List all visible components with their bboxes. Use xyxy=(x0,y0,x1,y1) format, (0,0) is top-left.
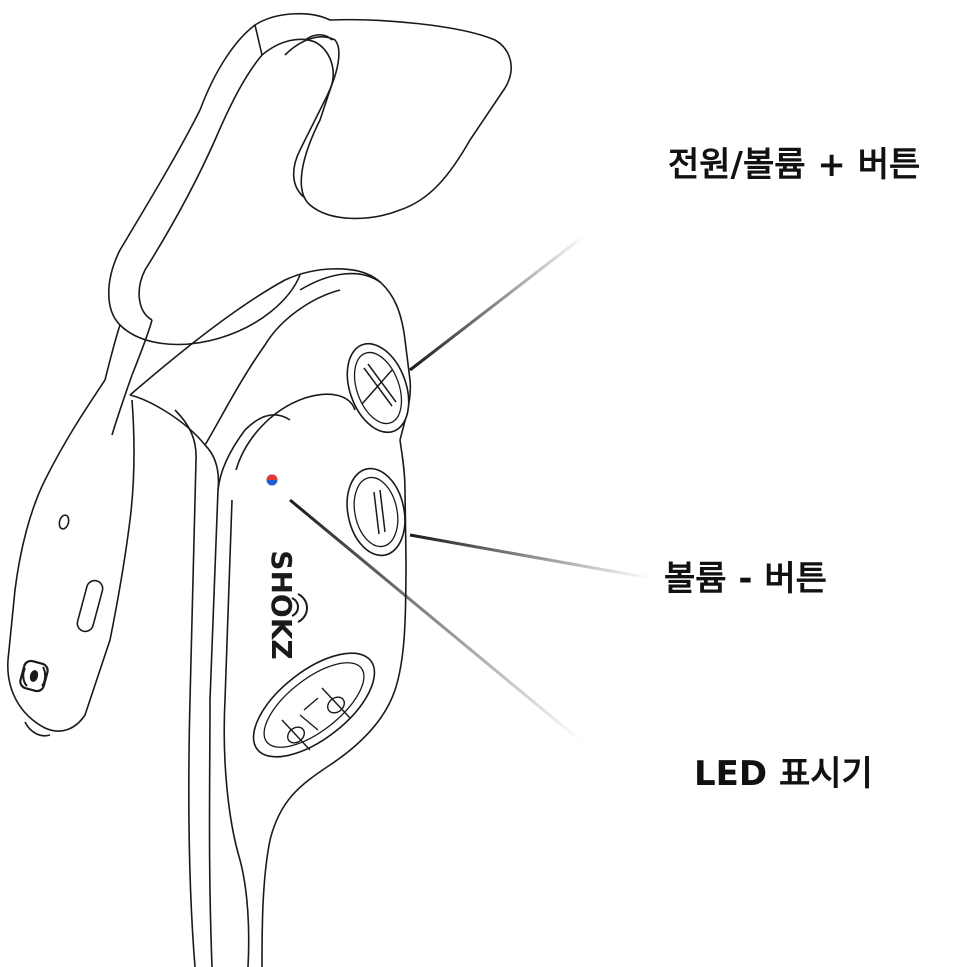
label-volume-down: 볼륨 - 버튼 xyxy=(664,559,827,599)
multifunction-icon xyxy=(281,687,351,751)
ear-hook xyxy=(104,12,512,381)
leader-line-led xyxy=(289,498,583,744)
multifunction-button[interactable] xyxy=(236,634,391,776)
minus-icon xyxy=(373,489,386,535)
battery-arm xyxy=(7,374,135,737)
leader-line-power xyxy=(409,233,586,372)
leader-lines xyxy=(289,233,651,744)
brand-logo: SHOKZ xyxy=(265,550,298,659)
led-indicator xyxy=(266,474,278,486)
sound-wave-icon xyxy=(19,659,49,693)
plus-icon xyxy=(361,363,397,407)
svg-text:SHOKZ: SHOKZ xyxy=(265,550,298,659)
minus-button[interactable] xyxy=(339,463,412,561)
logo-sound-waves-icon xyxy=(291,593,308,623)
label-power-volume-up: 전원/볼륨 + 버튼 xyxy=(668,145,921,185)
leader-line-volume-down xyxy=(409,533,651,580)
label-led-indicator: LED 표시기 xyxy=(694,754,873,794)
plus-button[interactable] xyxy=(336,335,420,441)
headphone-body xyxy=(129,268,412,967)
